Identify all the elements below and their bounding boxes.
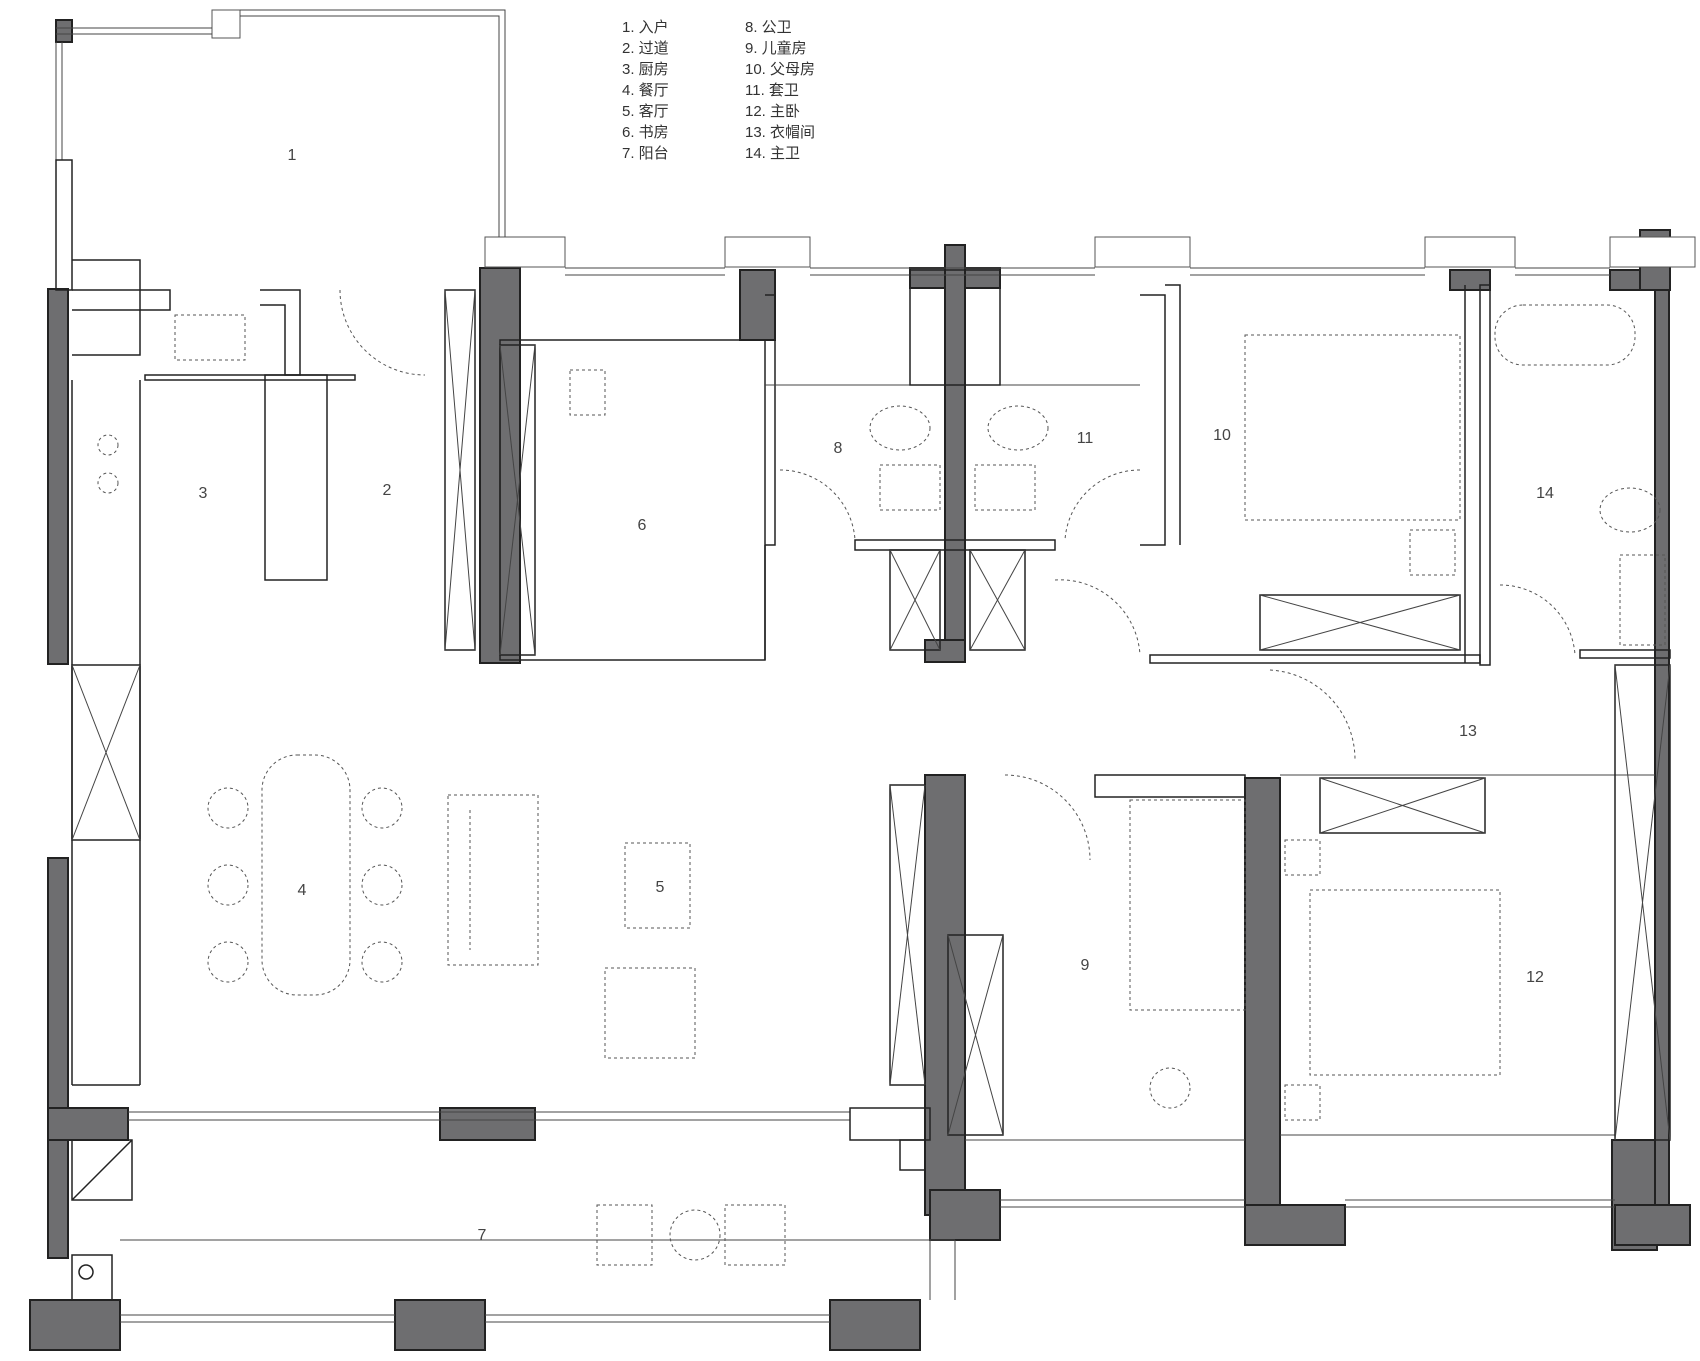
room-number-11: 11 [1077, 430, 1094, 447]
room-number-2: 2 [383, 482, 392, 499]
partitions [55, 159, 1671, 1301]
room-number-10: 10 [1213, 427, 1231, 444]
room-number-3: 3 [199, 485, 208, 502]
room-number-7: 7 [478, 1227, 487, 1244]
room-number-5: 5 [656, 879, 665, 896]
structural-walls [29, 19, 1691, 1351]
room-number-8: 8 [834, 440, 843, 457]
room-number-4: 4 [298, 882, 307, 899]
legend-item: 12. 主卧 [745, 103, 801, 120]
facade-columns [211, 9, 1696, 268]
room-number-12: 12 [1526, 969, 1544, 986]
wardrobes [71, 289, 1671, 1141]
legend-item: 4. 餐厅 [622, 82, 669, 99]
legend-item: 14. 主卫 [745, 145, 801, 162]
legend-item: 9. 儿童房 [745, 40, 807, 57]
room-number-13: 13 [1459, 723, 1477, 740]
room-number-1: 1 [288, 147, 297, 164]
legend-item: 10. 父母房 [745, 61, 816, 78]
furniture [97, 304, 1666, 1266]
legend-item: 7. 阳台 [622, 145, 669, 162]
legend-item: 3. 厨房 [622, 61, 669, 78]
legend-item: 1. 入户 [622, 19, 669, 36]
room-number-9: 9 [1081, 957, 1090, 974]
legend-item: 5. 客厅 [622, 103, 669, 120]
room-legend-col2: 8. 公卫 9. 儿童房 10. 父母房 11. 套卫 12. 主卧 13. 衣… [745, 17, 815, 164]
windows [55, 9, 1615, 1323]
legend-item: 8. 公卫 [745, 19, 792, 36]
legend-item: 13. 衣帽间 [745, 124, 816, 141]
door-swings [339, 289, 1576, 861]
legend-item: 2. 过道 [622, 40, 669, 57]
legend-item: 11. 套卫 [745, 82, 799, 99]
legend-item: 6. 书房 [622, 124, 669, 141]
room-legend-col1: 1. 入户 2. 过道 3. 厨房 4. 餐厅 5. 客厅 6. 书房 7. 阳… [622, 17, 669, 164]
room-number-14: 14 [1536, 485, 1554, 502]
room-number-6: 6 [638, 517, 647, 534]
room-numbers: 1 2 3 4 5 6 7 8 9 10 11 12 13 14 [199, 147, 1554, 1244]
